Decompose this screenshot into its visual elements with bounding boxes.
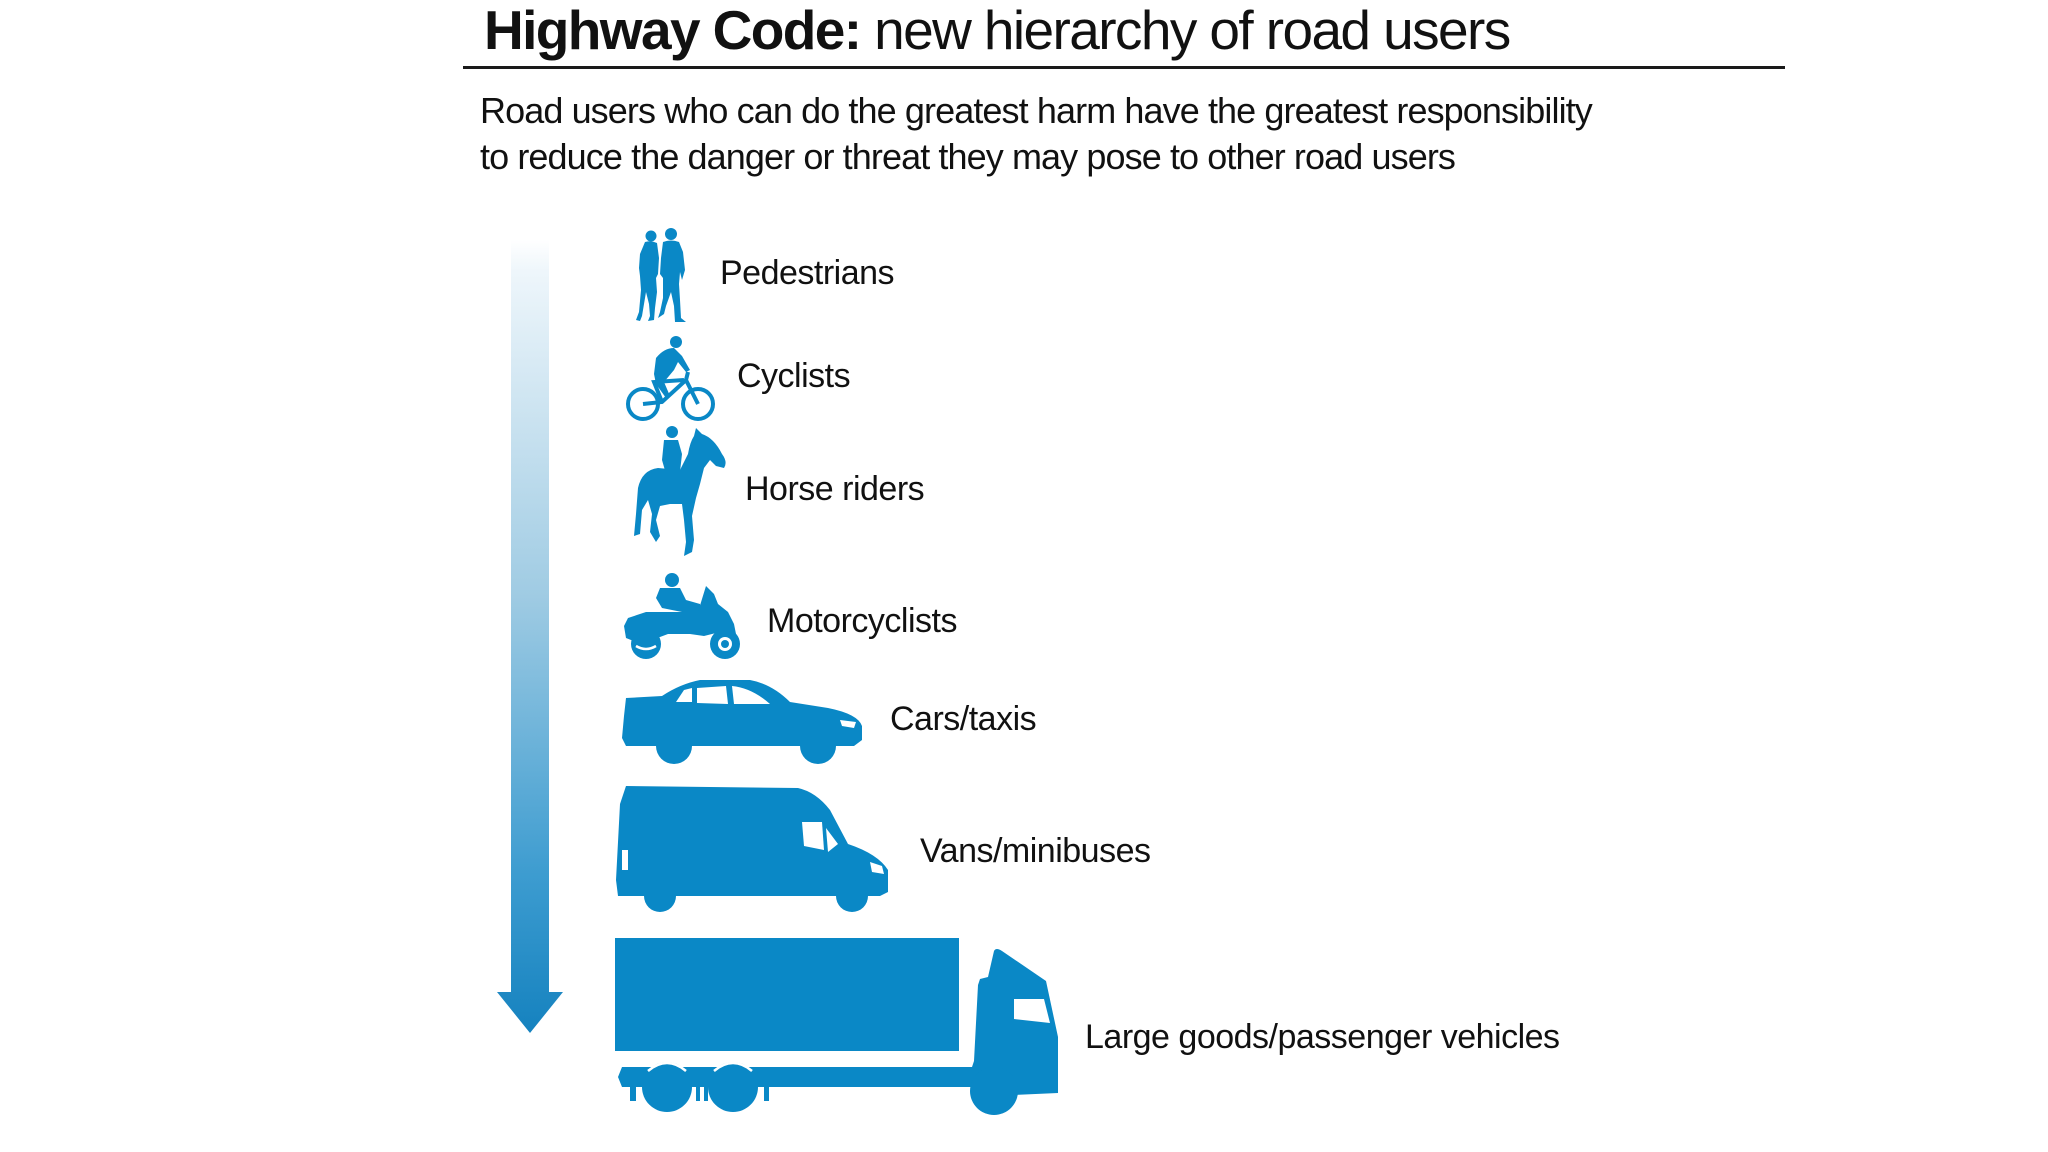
hierarchy-label-cars-taxis: Cars/taxis [890, 700, 1037, 738]
subtitle-line-1: Road users who can do the greatest harm … [480, 90, 1593, 131]
subtitle-line-2: to reduce the danger or threat they may … [480, 136, 1456, 177]
title-rest: new hierarchy of road users [860, 0, 1511, 61]
van-icon [616, 786, 888, 912]
subtitle: Road users who can do the greatest harm … [480, 88, 1593, 180]
hierarchy-label-large-goods-passenger-vehicles: Large goods/passenger vehicles [1085, 1018, 1560, 1056]
motorcyclist-icon [624, 573, 740, 659]
hierarchy-label-cyclists: Cyclists [737, 357, 851, 395]
title-bold: Highway Code: [484, 0, 862, 61]
pedestrians-icon [636, 228, 686, 322]
hierarchy-label-motorcyclists: Motorcyclists [767, 602, 957, 640]
hierarchy-label-vans-minibuses: Vans/minibuses [920, 832, 1151, 870]
responsibility-arrow-icon [497, 240, 563, 1033]
car-icon [622, 680, 862, 764]
hierarchy-label-pedestrians: Pedestrians [720, 254, 895, 292]
cyclist-icon [626, 336, 715, 421]
horse-rider-icon [634, 426, 726, 556]
page-title: Highway Code: new hierarchy of road user… [484, 0, 1511, 62]
truck-icon [615, 938, 1058, 1115]
title-divider [463, 66, 1785, 69]
hierarchy-label-horse-riders: Horse riders [745, 470, 925, 508]
